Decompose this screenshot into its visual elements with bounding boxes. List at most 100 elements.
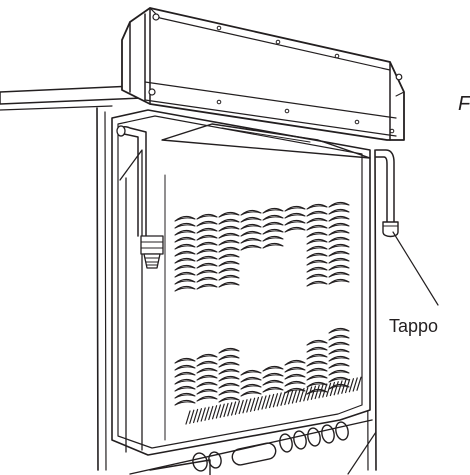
bottom-openings (149, 421, 349, 475)
vent-slot (306, 339, 328, 346)
vent-slot (174, 392, 196, 399)
leader-line-cap (392, 231, 439, 306)
vent-slot (196, 353, 218, 360)
vent-slot (218, 361, 240, 368)
vent-slot (174, 243, 196, 250)
vent-slot (196, 367, 218, 374)
vent-slot (174, 371, 196, 378)
vent-slot (306, 224, 328, 231)
vent-slot (284, 219, 306, 226)
vent-slot (196, 269, 218, 276)
vent-slot (174, 285, 196, 292)
vent-slot (262, 372, 284, 379)
vent-slot (306, 203, 328, 210)
vent-slot (284, 359, 306, 366)
vent-slot (262, 207, 284, 214)
vent-slot (328, 229, 350, 236)
vent-slot (240, 230, 262, 237)
gas-pipe-left (116, 125, 164, 269)
vent-slot (306, 346, 328, 353)
vent-slot (262, 214, 284, 221)
vent-slot (328, 271, 350, 278)
vent-slot (284, 226, 306, 233)
vent-slot (196, 388, 218, 395)
vent-slot (218, 347, 240, 354)
vent-slots-upper (174, 201, 350, 292)
vent-slot (196, 220, 218, 227)
vent-slot (196, 213, 218, 220)
vent-slot (218, 375, 240, 382)
vent-slot (262, 365, 284, 372)
vent-slot (174, 399, 196, 406)
vent-slot (306, 259, 328, 266)
vent-slot (196, 241, 218, 248)
vent-slot (218, 211, 240, 218)
vent-slot (306, 360, 328, 367)
vent-slot (218, 354, 240, 361)
vent-slot (218, 218, 240, 225)
vent-slot (262, 386, 284, 393)
vent-slot (306, 217, 328, 224)
vent-slot (284, 373, 306, 380)
vent-slot (284, 212, 306, 219)
vent-slot (196, 255, 218, 262)
vent-slot (174, 364, 196, 371)
vent-slot (174, 271, 196, 278)
vent-slot (196, 395, 218, 402)
vent-slot (240, 369, 262, 376)
vent-slot (174, 378, 196, 385)
vent-slot (262, 221, 284, 228)
vent-slot (328, 201, 350, 208)
vent-slot (218, 368, 240, 375)
vent-slot (218, 246, 240, 253)
vent-slot (328, 278, 350, 285)
vent-slot (196, 374, 218, 381)
vent-slot (328, 334, 350, 341)
vent-slot (218, 267, 240, 274)
vent-slots-lower (174, 327, 350, 406)
vent-slot (174, 229, 196, 236)
vent-slot (240, 383, 262, 390)
vent-slot (328, 222, 350, 229)
vent-slot (174, 385, 196, 392)
vent-slot (262, 379, 284, 386)
vent-slot (174, 264, 196, 271)
vent-slot (284, 366, 306, 373)
vent-slot (306, 210, 328, 217)
vent-slot (306, 367, 328, 374)
vent-slot (240, 216, 262, 223)
vent-slot (328, 362, 350, 369)
vent-slot (218, 239, 240, 246)
vent-slot (306, 231, 328, 238)
vent-slot (240, 244, 262, 251)
vent-slot (328, 348, 350, 355)
vent-slot (218, 232, 240, 239)
vent-slot (196, 248, 218, 255)
vent-hatch-strip (185, 376, 362, 425)
vent-slot (328, 327, 350, 334)
vent-slot (306, 266, 328, 273)
vent-slot (240, 390, 262, 397)
vent-slot (218, 260, 240, 267)
cap-label: Tappo (389, 316, 438, 336)
vent-slot (328, 355, 350, 362)
vent-slot (174, 236, 196, 243)
vent-slot (306, 388, 328, 395)
vent-slot (328, 341, 350, 348)
vent-slot (262, 242, 284, 249)
vent-slot (328, 215, 350, 222)
vent-slot (174, 278, 196, 285)
vent-slot (262, 228, 284, 235)
vent-slot (196, 262, 218, 269)
vent-slot (306, 245, 328, 252)
vent-slot (306, 252, 328, 259)
vent-slot (196, 381, 218, 388)
vent-slot (218, 389, 240, 396)
vent-slot (328, 369, 350, 376)
vent-slot (174, 250, 196, 257)
vent-slot (174, 222, 196, 229)
vent-slot (240, 237, 262, 244)
vent-slot (218, 281, 240, 288)
vent-slot (196, 234, 218, 241)
